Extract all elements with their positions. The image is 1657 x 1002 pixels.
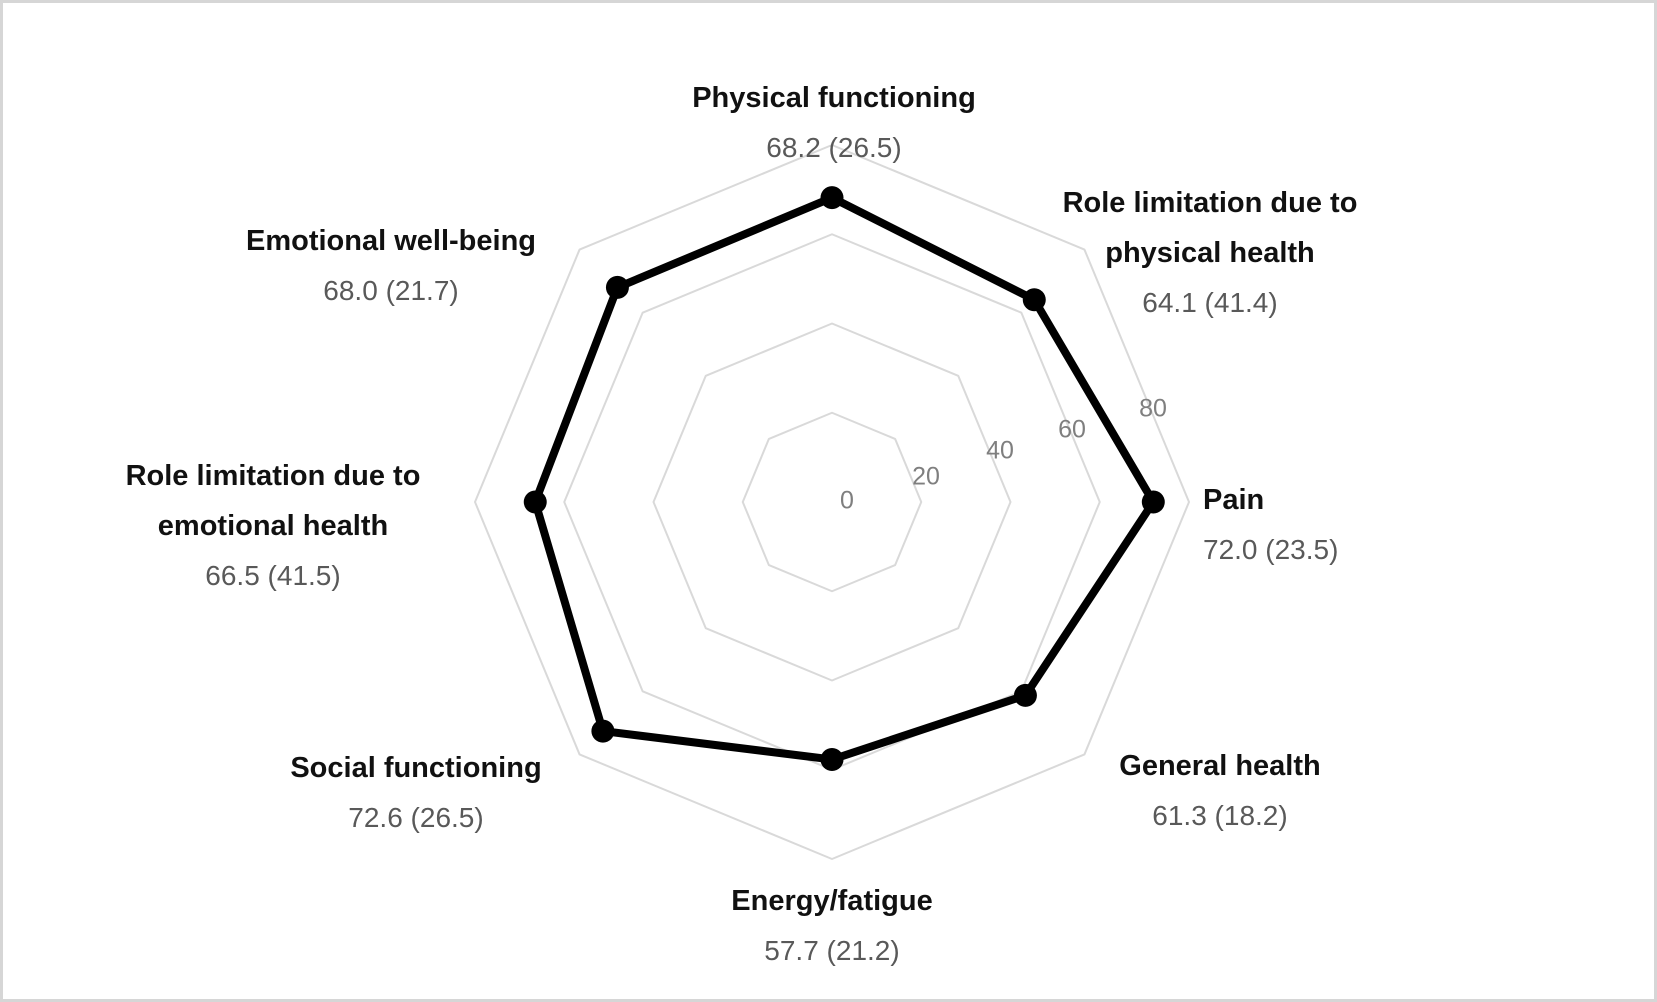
tick-label-20: 20	[912, 462, 940, 491]
data-point-7	[605, 275, 629, 299]
data-point-6	[523, 490, 547, 514]
axis-title: Pain	[1203, 484, 1265, 516]
axis-label-emotional-well-being: Emotional well-being 68.0 (21.7)	[246, 216, 536, 316]
axis-title: emotional health	[157, 510, 389, 542]
tick-label-0: 0	[840, 486, 854, 515]
radar-chart	[474, 144, 1190, 860]
data-point-5	[591, 719, 615, 743]
axis-label-role-limitation-physical: Role limitation due to physical health 6…	[1063, 178, 1358, 328]
axis-title: Physical functioning	[692, 82, 976, 114]
axis-value: 68.2 (26.5)	[766, 132, 902, 163]
axis-label-energy-fatigue: Energy/fatigue 57.7 (21.2)	[731, 876, 932, 976]
data-point-4	[820, 747, 844, 771]
tick-label-80: 80	[1139, 394, 1167, 423]
axis-label-physical-functioning: Physical functioning 68.2 (26.5)	[692, 73, 976, 173]
data-point-3	[1013, 683, 1037, 707]
axis-label-general-health: General health 61.3 (18.2)	[1119, 741, 1320, 841]
axis-title: General health	[1119, 750, 1321, 782]
data-point-2	[1141, 490, 1165, 514]
axis-value: 66.5 (41.5)	[205, 560, 341, 591]
axis-title: Social functioning	[290, 752, 542, 784]
axis-value: 72.0 (23.5)	[1203, 534, 1339, 565]
axis-label-social-functioning: Social functioning 72.6 (26.5)	[290, 743, 541, 843]
axis-title: physical health	[1105, 237, 1315, 269]
axis-title: Role limitation due to	[125, 460, 421, 492]
axis-value: 61.3 (18.2)	[1152, 800, 1288, 831]
tick-label-60: 60	[1058, 415, 1086, 444]
data-point-0	[820, 186, 844, 210]
axis-label-pain: Pain 72.0 (23.5)	[1203, 475, 1338, 575]
axis-value: 57.7 (21.2)	[764, 935, 900, 966]
tick-label-40: 40	[986, 436, 1014, 465]
axis-label-role-limitation-emotional: Role limitation due to emotional health …	[126, 451, 421, 601]
axis-value: 64.1 (41.4)	[1142, 287, 1278, 318]
axis-value: 68.0 (21.7)	[323, 275, 459, 306]
axis-title: Energy/fatigue	[731, 885, 933, 917]
data-point-1	[1022, 288, 1046, 312]
axis-value: 72.6 (26.5)	[348, 802, 484, 833]
axis-title: Role limitation due to	[1062, 187, 1358, 219]
axis-title: Emotional well-being	[245, 225, 537, 257]
